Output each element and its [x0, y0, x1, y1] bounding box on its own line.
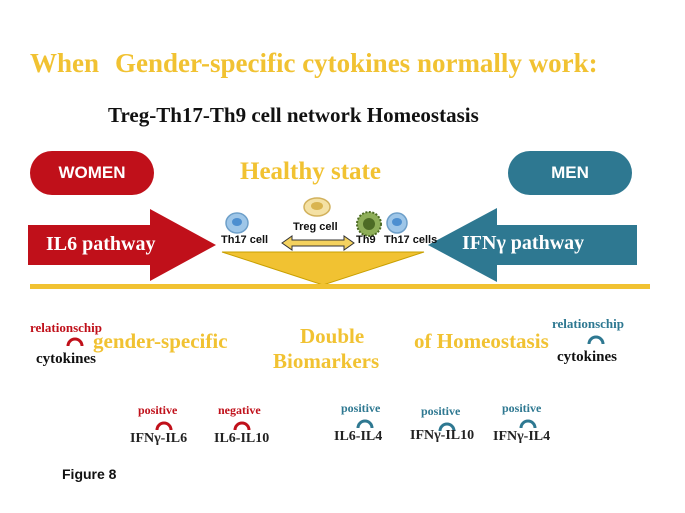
- gender-specific-label: gender-specific: [93, 329, 228, 353]
- pair-2-relation: negative: [218, 403, 261, 417]
- treg-cell-label: Treg cell: [293, 221, 338, 233]
- relationship-left-label: relationschip: [30, 320, 102, 335]
- men-badge: MEN: [508, 151, 632, 195]
- pair-1-name: IFNγ-IL6: [130, 431, 188, 446]
- pair-4-name: IFNγ-IL10: [410, 428, 475, 443]
- divider-line: [30, 284, 650, 289]
- balance-triangle: [221, 251, 425, 286]
- th9-label: Th9: [356, 234, 376, 246]
- pair-3-relation: positive: [341, 401, 381, 415]
- red-relation-arc-icon: [66, 337, 84, 347]
- healthy-state-label: Healthy state: [240, 158, 381, 185]
- pair-5-relation: positive: [502, 401, 542, 415]
- il6-pathway-label: IL6 pathway: [46, 233, 156, 255]
- treg-cell-icon: [303, 197, 331, 217]
- pair-3-arc-icon: [356, 419, 374, 429]
- ifng-pathway-label: IFNγ pathway: [462, 232, 585, 254]
- th17-cell-right-label: Th17 cells: [384, 234, 438, 246]
- th17-cell-left-label: Th17 cell: [221, 234, 269, 246]
- th17-cell-left-icon: [225, 212, 249, 234]
- title-prefix: When: [30, 48, 100, 78]
- blue-relation-arc-icon: [587, 335, 605, 345]
- th17-cell-right-icon: [386, 212, 408, 234]
- subtitle: Treg-Th17-Th9 cell network Homeostasis: [108, 103, 479, 127]
- pair-2-name: IL6-IL10: [214, 431, 270, 446]
- pair-5-name: IFNγ-IL4: [493, 429, 551, 444]
- il6-pathway-arrow: [28, 209, 216, 281]
- pair-1-relation: positive: [138, 403, 178, 417]
- title-main: Gender-specific cytokines normally work:: [115, 48, 598, 78]
- women-badge: WOMEN: [30, 151, 154, 195]
- pair-4-arc-icon: [438, 422, 456, 432]
- of-homeostasis-label: of Homeostasis: [414, 329, 549, 353]
- cytokines-left-label: cytokines: [36, 351, 96, 367]
- double-arrow: [281, 235, 355, 251]
- pair-2-arc-icon: [233, 421, 251, 431]
- pair-5-arc-icon: [519, 419, 537, 429]
- cytokines-right-label: cytokines: [557, 349, 617, 365]
- th9-cell-icon: [356, 211, 382, 237]
- biomarkers-label: Biomarkers: [273, 349, 380, 373]
- pair-1-arc-icon: [155, 421, 173, 431]
- pathway-diagram: [28, 197, 637, 286]
- figure-label: Figure 8: [62, 466, 117, 482]
- pair-4-relation: positive: [421, 404, 461, 418]
- pair-3-name: IL6-IL4: [334, 429, 383, 444]
- ifng-pathway-arrow: [428, 208, 637, 282]
- relationship-right-label: relationschip: [552, 316, 624, 331]
- double-label: Double: [300, 324, 365, 348]
